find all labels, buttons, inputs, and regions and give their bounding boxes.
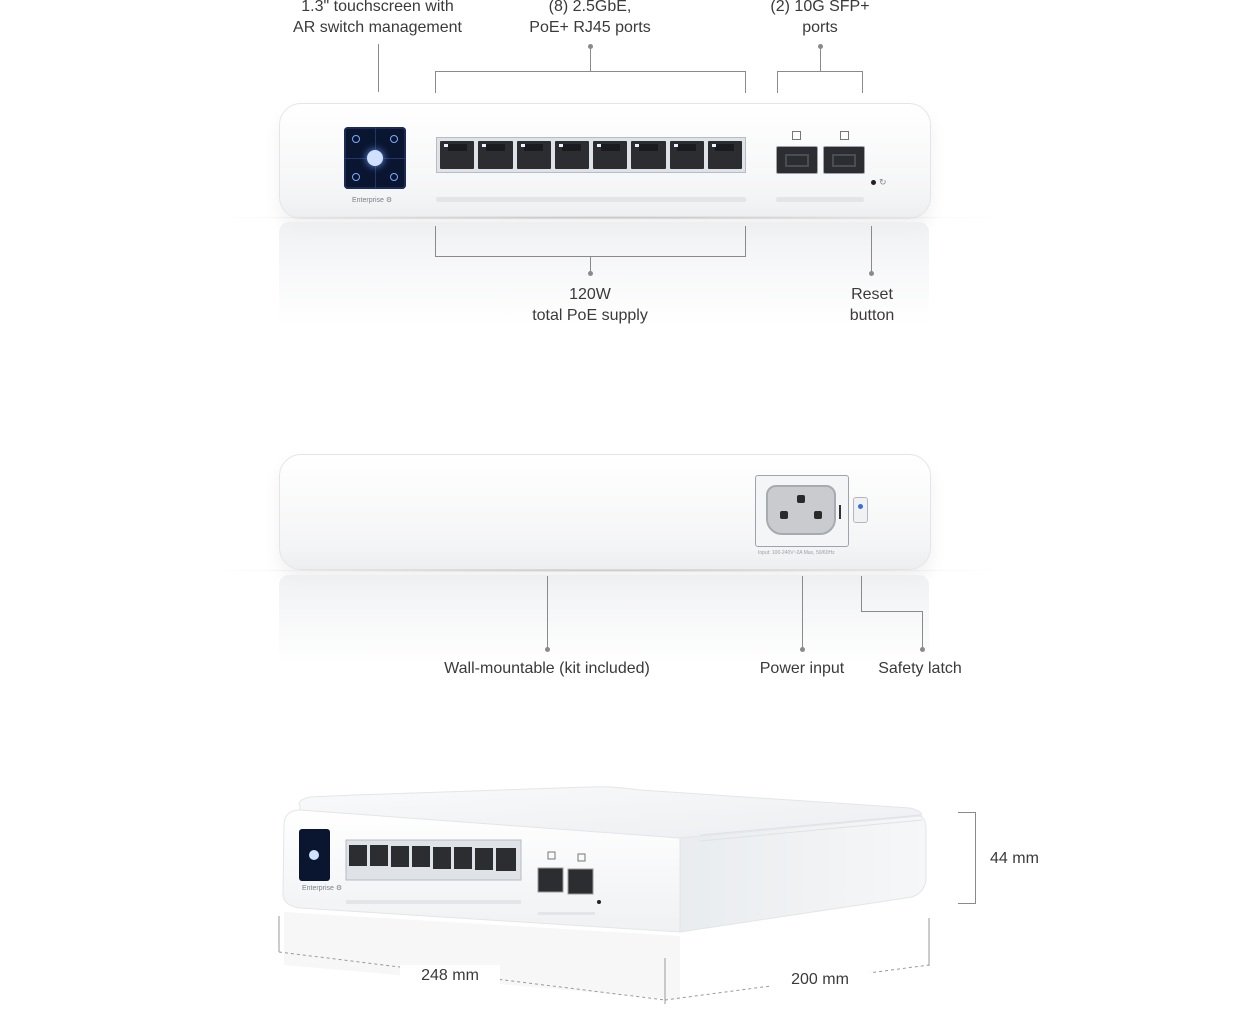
iso-reflection (284, 912, 680, 1000)
sfp-port[interactable] (776, 146, 818, 174)
sfp-bracket-top (777, 71, 863, 72)
screen-icon (352, 173, 360, 181)
back-reflection (279, 575, 929, 665)
poe-dot (588, 271, 593, 276)
iso-brand-logo: Enterprise ⚙ (302, 885, 343, 892)
front-shadow (200, 216, 1010, 219)
rj45-port[interactable] (440, 141, 475, 169)
height-dim-bottom (958, 903, 976, 904)
sfp-led-icon (792, 131, 801, 140)
latch-label: Safety latch (878, 660, 962, 677)
touchscreen-center-icon (367, 150, 383, 166)
rj45-port[interactable] (478, 141, 513, 169)
touchscreen[interactable] (344, 127, 406, 189)
rj45-bracket-left (435, 71, 436, 93)
latch-dot (920, 647, 925, 652)
screen-icon (352, 135, 360, 143)
rj45-label-strip (436, 197, 746, 202)
height-label: 44 mm (990, 850, 1039, 867)
wall-leader (547, 576, 548, 648)
latch-leader-v2 (922, 611, 923, 648)
rj45-port[interactable] (593, 141, 628, 169)
iso-side-face (679, 815, 927, 933)
rj45-leader (590, 46, 591, 72)
rj45-port[interactable] (516, 141, 551, 169)
height-dim-vert (975, 812, 976, 904)
rj45-port-block (436, 137, 746, 173)
reset-dot (869, 271, 874, 276)
latch-slot (839, 505, 841, 519)
sfp-port[interactable] (823, 146, 865, 174)
iso-sfp-port (537, 867, 564, 893)
touchscreen-leader (378, 44, 379, 92)
front-reflection (279, 222, 929, 326)
depth-label: 200 mm (770, 969, 870, 990)
width-label: 248 mm (400, 965, 500, 986)
wall-label: Wall-mountable (kit included) (444, 660, 650, 677)
iso-sfp-port (567, 868, 594, 895)
sfp-label: (2) 10G SFP+ ports (770, 0, 870, 36)
rj45-port[interactable] (631, 141, 666, 169)
sfp-label-strip (776, 197, 864, 202)
back-shadow (200, 569, 1010, 572)
rj45-port[interactable] (669, 141, 704, 169)
reset-icon: ↻ (879, 177, 887, 187)
wall-dot (545, 647, 550, 652)
poe-leader (590, 256, 591, 272)
sfp-led-icon (840, 131, 849, 140)
screen-icon (390, 173, 398, 181)
safety-latch[interactable] (853, 497, 868, 523)
rj45-bracket-right (745, 71, 746, 93)
touchscreen-label: 1.3" touchscreen with AR switch manageme… (293, 0, 462, 36)
latch-leader-v1 (861, 576, 862, 612)
reset-leader (871, 226, 872, 272)
brand-logo: Enterprise ⚙ (352, 197, 393, 204)
height-dim-top (958, 812, 976, 813)
rj45-bracket-top (435, 71, 746, 72)
reset-button[interactable] (871, 180, 876, 185)
power-input[interactable] (755, 475, 849, 547)
power-label: Power input (759, 660, 845, 677)
poe-bracket-left (435, 226, 436, 256)
latch-leader-h (861, 611, 923, 612)
sfp-bracket-right (862, 71, 863, 93)
rj45-label: (8) 2.5GbE, PoE+ RJ45 ports (529, 0, 651, 36)
rj45-port[interactable] (707, 141, 742, 169)
iso-reset-button (597, 900, 601, 904)
power-dot (800, 647, 805, 652)
rj45-port[interactable] (554, 141, 589, 169)
power-rating-text: Input: 100-240V~2A Max, 50/60Hz (758, 550, 835, 556)
poe-bracket-right (745, 226, 746, 256)
screen-icon (390, 135, 398, 143)
power-socket-icon (766, 485, 836, 535)
power-leader (802, 576, 803, 648)
sfp-leader (820, 46, 821, 72)
reset-label: Reset button (849, 286, 895, 324)
poe-label: 120W total PoE supply (532, 286, 648, 324)
sfp-bracket-left (777, 71, 778, 93)
